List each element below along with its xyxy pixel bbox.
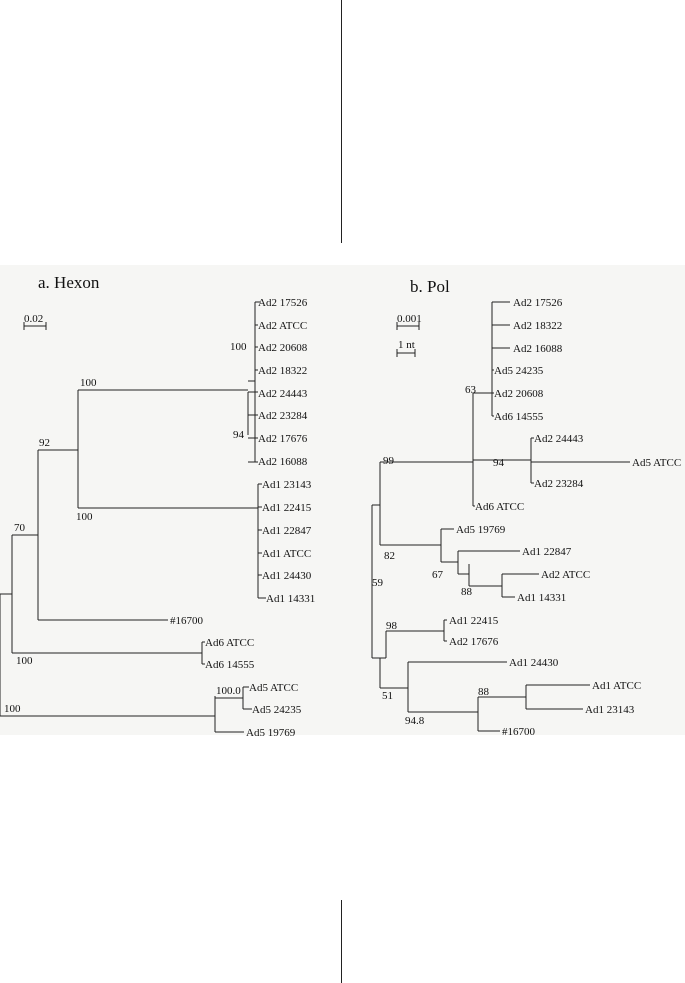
taxon-label: Ad1 24430 (509, 657, 559, 669)
taxon-label: Ad2 18322 (258, 365, 307, 377)
panel-a-title: a. Hexon (38, 273, 100, 292)
taxon-label: Ad1 ATCC (262, 548, 311, 560)
taxon-label: Ad1 22415 (262, 502, 312, 514)
taxon-label: Ad2 24443 (534, 433, 584, 445)
bottom-divider-line (341, 900, 342, 983)
taxon-label: Ad1 23143 (585, 704, 635, 716)
taxon-label: Ad2 16088 (513, 343, 563, 355)
taxon-label: Ad2 ATCC (258, 320, 307, 332)
taxon-label: Ad2 16088 (258, 456, 308, 468)
top-divider-line (341, 0, 342, 243)
taxon-label: Ad2 17676 (258, 433, 308, 445)
taxon-label: Ad6 ATCC (475, 501, 524, 513)
scale-bar-b-label-1: 0.001 (397, 313, 422, 325)
panel-a-hexon: a. Hexon 0.02 (0, 273, 315, 739)
taxon-label: Ad6 ATCC (205, 637, 254, 649)
tree-a-branches (0, 301, 266, 733)
taxon-label: Ad2 23284 (534, 478, 584, 490)
scale-bar-a-label: 0.02 (24, 313, 43, 325)
tree-a-support-values: 100 94 100 100 92 70 100 100.0 100 (4, 341, 247, 715)
taxon-label: Ad1 22847 (262, 525, 312, 537)
panel-b-title: b. Pol (410, 277, 450, 296)
support-value: 100 (230, 341, 247, 353)
taxon-label: Ad2 17526 (513, 297, 563, 309)
taxon-label: Ad1 14331 (517, 592, 566, 604)
taxon-label: Ad5 19769 (456, 524, 506, 536)
support-value: 51 (382, 690, 393, 702)
taxon-label: Ad6 14555 (494, 411, 544, 423)
support-value: 98 (386, 620, 398, 632)
taxon-label: Ad1 14331 (266, 593, 315, 605)
support-value: 88 (478, 686, 490, 698)
figure-panel (0, 265, 685, 735)
taxon-label: Ad1 22415 (449, 615, 499, 627)
taxon-label: Ad1 ATCC (592, 680, 641, 692)
taxon-label: Ad2 ATCC (541, 569, 590, 581)
taxon-label: Ad5 24235 (252, 704, 302, 716)
taxon-label: Ad5 ATCC (632, 457, 681, 469)
support-value: 100 (4, 703, 21, 715)
support-value: 88 (461, 586, 473, 598)
support-value: 92 (39, 437, 50, 449)
tree-b-branches (371, 301, 630, 732)
support-value: 63 (465, 384, 477, 396)
scale-bar-b-label-2: 1 nt (398, 339, 415, 351)
support-value: 82 (384, 550, 395, 562)
support-value: 100.0 (216, 685, 241, 697)
support-value: 94 (233, 429, 245, 441)
support-value: 59 (372, 577, 384, 589)
support-value: 99 (383, 455, 395, 467)
support-value: 100 (16, 655, 33, 667)
support-value: 94.8 (405, 715, 425, 727)
scale-bar-b-2: 1 nt (396, 339, 416, 357)
scale-bar-a: 0.02 (23, 313, 47, 330)
taxon-label: Ad1 24430 (262, 570, 312, 582)
scale-bar-b-1: 0.001 (396, 313, 422, 330)
support-value: 67 (432, 569, 444, 581)
taxon-label: Ad6 14555 (205, 659, 255, 671)
tree-b-support-values: 63 94 99 82 67 88 59 98 51 88 94.8 (372, 384, 505, 727)
taxon-label: Ad5 24235 (494, 365, 544, 377)
support-value: 100 (80, 377, 97, 389)
taxon-label: Ad5 ATCC (249, 682, 298, 694)
taxon-label: Ad2 23284 (258, 410, 308, 422)
taxon-label: Ad1 23143 (262, 479, 312, 491)
taxon-label: Ad1 22847 (522, 546, 572, 558)
tree-b-taxa: Ad2 17526 Ad2 18322 Ad2 16088 Ad5 24235 … (449, 297, 681, 738)
support-value: 70 (14, 522, 26, 534)
panel-b-pol: b. Pol 0.001 1 nt (371, 277, 681, 738)
taxon-label: Ad5 19769 (246, 727, 296, 739)
taxon-label: Ad2 18322 (513, 320, 562, 332)
taxon-label: Ad2 17676 (449, 636, 499, 648)
taxon-label: Ad2 24443 (258, 388, 308, 400)
taxon-label: #16700 (502, 726, 536, 738)
taxon-label: Ad2 17526 (258, 297, 308, 309)
support-value: 94 (493, 457, 505, 469)
taxon-label: Ad2 20608 (258, 342, 308, 354)
taxon-label: Ad2 20608 (494, 388, 544, 400)
support-value: 100 (76, 511, 93, 523)
taxon-label: #16700 (170, 615, 204, 627)
tree-a-taxa: Ad2 17526 Ad2 ATCC Ad2 20608 Ad2 18322 A… (170, 297, 315, 739)
